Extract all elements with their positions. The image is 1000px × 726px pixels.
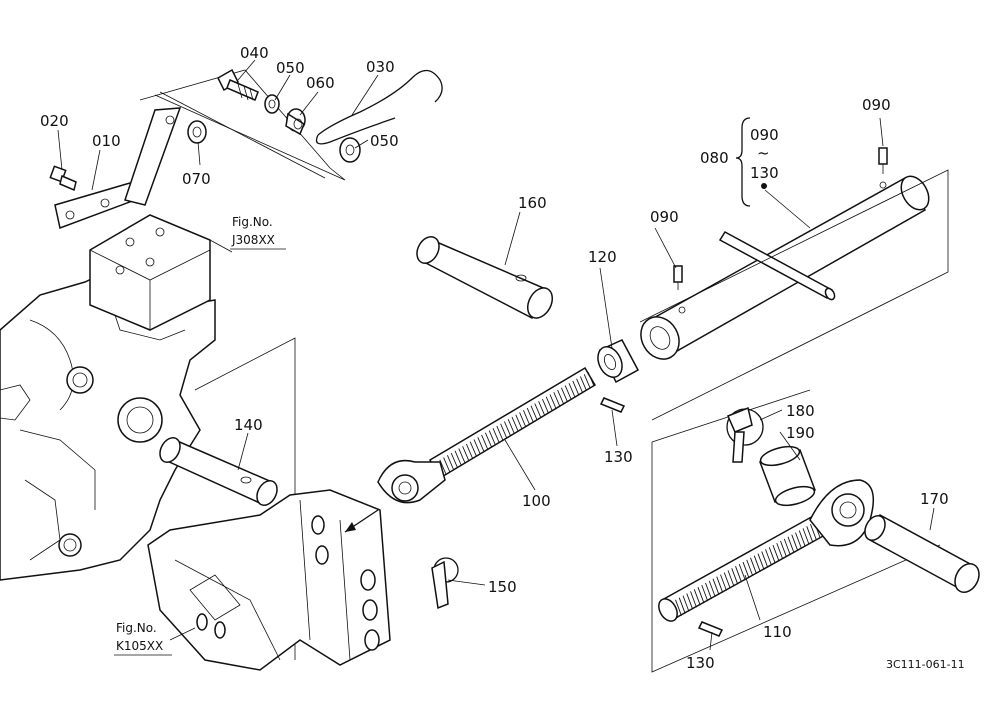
label-070: 070 xyxy=(182,170,211,188)
assembly-arrow xyxy=(344,509,379,533)
bolt-040 xyxy=(217,68,259,101)
callout-labels: 020 010 040 050 060 030 050 070 160 120 … xyxy=(40,44,949,672)
label-190: 190 xyxy=(786,424,815,442)
drawing-code: 3C111-061-11 xyxy=(886,658,965,671)
pin-130b xyxy=(697,621,724,637)
lynch-pin-150 xyxy=(431,557,459,610)
label-160: 160 xyxy=(518,194,547,212)
grease-nipple-090b xyxy=(878,147,888,174)
pin-160 xyxy=(416,236,554,319)
label-090a: 090 xyxy=(650,208,679,226)
figure-reference-j308: Fig.No. J308XX xyxy=(230,215,286,250)
label-090b: 090 xyxy=(862,96,891,114)
label-140: 140 xyxy=(234,416,263,434)
transmission-housing xyxy=(0,269,216,581)
spring-pin-030 xyxy=(315,69,443,145)
pin-170 xyxy=(864,513,980,593)
label-060: 060 xyxy=(306,74,335,92)
nut-070 xyxy=(187,120,207,144)
leader-lines xyxy=(57,59,935,651)
fig-ref-title-1: Fig.No. xyxy=(232,215,273,229)
label-130b: 130 xyxy=(686,654,715,672)
label-030: 030 xyxy=(366,58,395,76)
label-180: 180 xyxy=(786,402,815,420)
group-outline-080 xyxy=(639,169,949,421)
rod-end-100 xyxy=(377,366,597,504)
fig-ref-code-2: K105XX xyxy=(116,639,163,653)
label-050a: 050 xyxy=(276,59,305,77)
washer-050a xyxy=(264,94,280,114)
pin-140 xyxy=(159,437,278,506)
fitting-020 xyxy=(49,165,77,192)
lynch-pin-180 xyxy=(726,406,764,463)
hitch-bracket xyxy=(147,489,391,671)
fig-ref-title-2: Fig.No. xyxy=(116,621,157,635)
label-010: 010 xyxy=(92,132,121,150)
valve-block xyxy=(89,214,211,331)
bullet-dot xyxy=(761,183,767,189)
pin-130a xyxy=(599,397,626,413)
bracket-010 xyxy=(54,107,182,230)
figure-reference-k105: Fig.No. K105XX xyxy=(114,621,172,656)
fig-ref-code-1: J308XX xyxy=(231,233,275,247)
label-080-range-tilde: ~ xyxy=(757,144,770,162)
label-040: 040 xyxy=(240,44,269,62)
washer-050b xyxy=(339,137,361,163)
label-150: 150 xyxy=(488,578,517,596)
collar-190 xyxy=(759,445,816,507)
label-080: 080 xyxy=(700,149,729,167)
grease-nipple-090a xyxy=(673,265,683,290)
label-100: 100 xyxy=(522,492,551,510)
bushing-120 xyxy=(597,339,640,384)
tube-080 xyxy=(640,175,930,360)
label-110: 110 xyxy=(763,623,792,641)
label-170: 170 xyxy=(920,490,949,508)
hardware-group-outline xyxy=(139,69,346,181)
label-130a: 130 xyxy=(604,448,633,466)
rod-end-110 xyxy=(658,479,875,622)
label-080-range-end: 130 xyxy=(750,164,779,182)
label-080-range-start: 090 xyxy=(750,126,779,144)
label-120: 120 xyxy=(588,248,617,266)
label-020: 020 xyxy=(40,112,69,130)
label-050b: 050 xyxy=(370,132,399,150)
range-bracket-080 xyxy=(735,117,751,207)
